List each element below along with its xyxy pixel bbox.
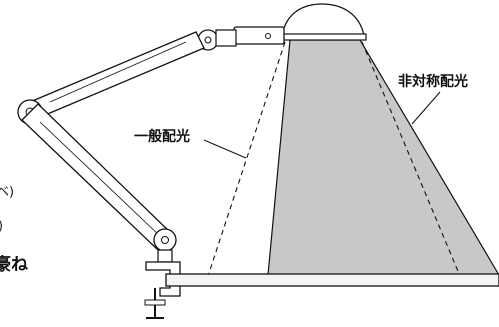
- asymmetric-label-leader: [411, 91, 441, 125]
- general-label-leader: [203, 139, 247, 159]
- base-joint: [153, 228, 177, 252]
- clipped-text-line3: 豪ね: [0, 254, 28, 275]
- upper-joint-screw: [204, 36, 212, 44]
- lamp-head-rim: [279, 33, 367, 41]
- desk-surface: [165, 273, 499, 287]
- clipped-text-line1: ベ): [0, 185, 14, 200]
- lamp-head-dome: [281, 3, 365, 37]
- asymmetric-distribution-label: 非対称配光: [398, 73, 468, 90]
- base-joint-screw: [161, 236, 169, 244]
- neck-screw: [265, 33, 271, 39]
- upper-joint-connector: [215, 29, 237, 47]
- clamp-screw-pad: [144, 299, 166, 306]
- upper-arm-spring: [49, 41, 187, 103]
- general-light-right-edge: [361, 41, 461, 277]
- upper-arm: [29, 31, 205, 119]
- lamp-neck: [233, 26, 285, 45]
- clamp-post: [157, 249, 173, 263]
- clamp-body: [145, 261, 181, 297]
- clipped-text-line2: ): [0, 219, 3, 234]
- lower-arm-spring: [39, 121, 161, 237]
- general-distribution-label: 一般配光: [134, 128, 190, 145]
